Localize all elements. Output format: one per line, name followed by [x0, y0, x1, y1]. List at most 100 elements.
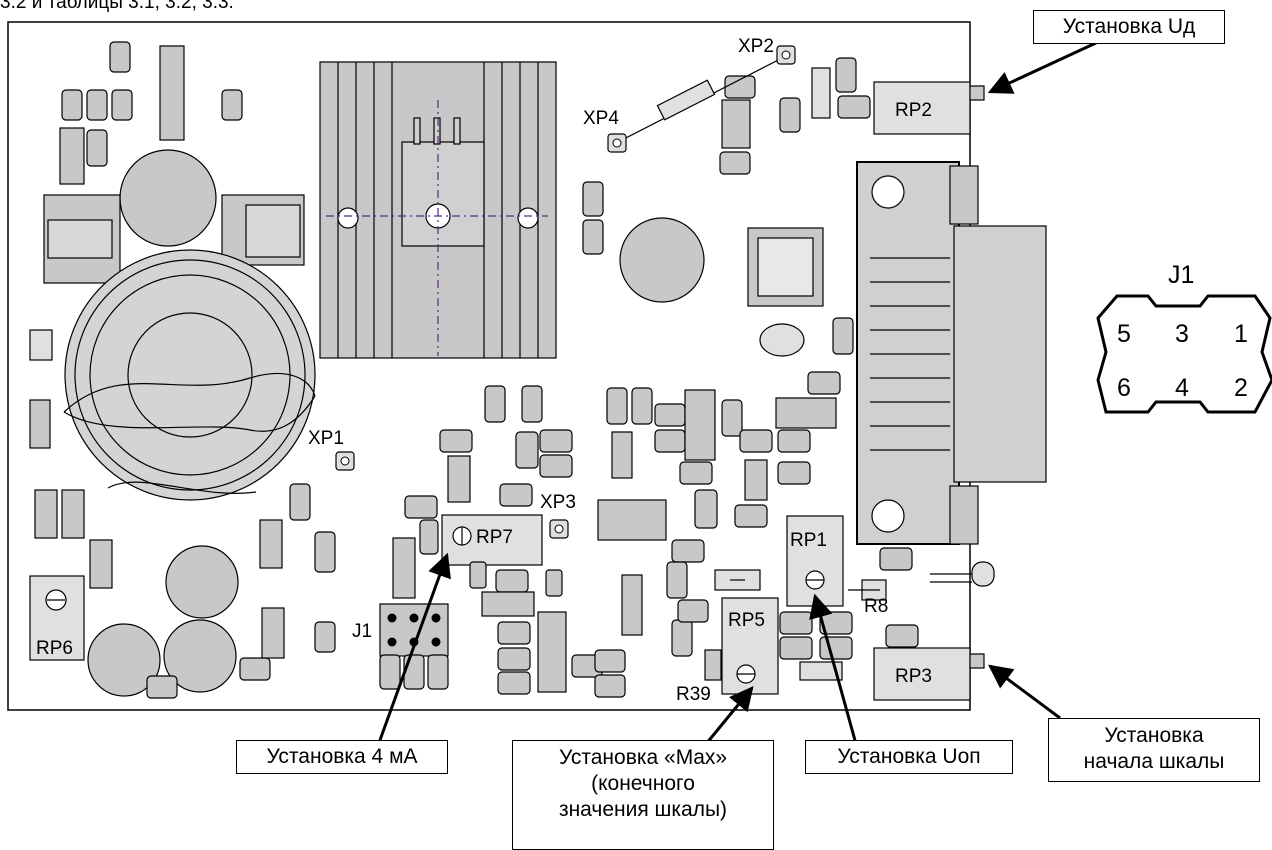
component	[594, 674, 626, 698]
component	[379, 654, 401, 690]
component	[109, 41, 131, 73]
component	[86, 129, 108, 167]
component	[594, 649, 626, 673]
component	[879, 547, 913, 571]
component	[631, 387, 653, 425]
component	[484, 385, 506, 423]
trimmer-rp2	[873, 81, 971, 135]
component	[392, 537, 416, 599]
component	[537, 611, 567, 693]
callout-max-line2: (конечного	[591, 772, 695, 795]
label-r39: R39	[676, 684, 711, 705]
component	[89, 539, 113, 589]
header-fragment: 3.2 и таблицы 3.1, 3.2, 3.3.	[0, 0, 234, 13]
component	[239, 657, 271, 681]
component	[314, 621, 336, 653]
component	[719, 151, 751, 175]
capacitor-round	[619, 217, 705, 303]
j1-pin: 6	[1117, 374, 1131, 402]
label-rp5: RP5	[728, 610, 765, 631]
component	[811, 67, 831, 119]
component	[289, 483, 311, 521]
component	[777, 429, 811, 453]
callout-4ma: Установка 4 мА	[236, 740, 448, 774]
led	[971, 561, 995, 587]
component	[403, 654, 425, 690]
component	[721, 399, 743, 437]
label-rp1: RP1	[790, 530, 827, 551]
label-rp2: RP2	[895, 100, 932, 121]
component	[721, 99, 751, 149]
component	[654, 429, 686, 453]
diode-block	[59, 127, 85, 185]
component	[885, 624, 919, 648]
component	[539, 454, 573, 478]
label-r8: R8	[864, 596, 888, 617]
arrow-start	[988, 664, 1061, 720]
component	[495, 569, 529, 593]
component	[837, 95, 871, 119]
component	[734, 504, 768, 528]
label-xp2: XP2	[738, 36, 774, 57]
j1-pin: 5	[1117, 320, 1131, 348]
j1-pin: 4	[1175, 374, 1189, 402]
component	[819, 636, 853, 660]
label-rp6: RP6	[36, 638, 73, 659]
label-rp7: RP7	[476, 527, 513, 548]
label-xp3: XP3	[540, 492, 576, 513]
callout-max-line3: значения шкалы)	[558, 798, 728, 821]
capacitor-electrolytic	[165, 545, 239, 619]
label-xp1: XP1	[308, 428, 344, 449]
component	[481, 591, 535, 617]
ic-chip	[775, 397, 837, 429]
component	[29, 399, 51, 449]
callout-ud-text: Установка Uд	[1062, 15, 1196, 38]
label-xp4: XP4	[583, 108, 619, 129]
component	[679, 461, 713, 485]
callout-max: Установка «Max» (конечного значения шкал…	[512, 740, 774, 850]
j1-pin: 2	[1234, 374, 1248, 402]
component	[497, 671, 531, 695]
callout-scale-start-line1: Установка	[1104, 724, 1204, 747]
component	[779, 636, 813, 660]
regulator-body	[47, 219, 113, 259]
callout-max-line1: Установка «Max»	[558, 746, 728, 769]
component	[404, 495, 438, 519]
component	[447, 455, 471, 503]
component	[419, 519, 439, 555]
component	[677, 599, 709, 623]
label-rp3: RP3	[895, 666, 932, 687]
component	[779, 97, 801, 133]
label-j1-board: J1	[352, 621, 372, 642]
component	[146, 675, 178, 699]
component	[694, 489, 718, 529]
capacitor-electrolytic	[87, 623, 161, 697]
component	[497, 621, 531, 645]
component	[835, 57, 857, 93]
component	[539, 429, 573, 453]
callout-4ma-text: Установка 4 мА	[266, 745, 418, 768]
j1-connector-outline	[1096, 294, 1272, 414]
component	[29, 329, 53, 361]
component	[111, 89, 133, 121]
component	[621, 574, 643, 636]
j1-pin: 3	[1175, 320, 1189, 348]
component	[34, 489, 58, 539]
capacitor-electrolytic	[163, 619, 237, 693]
component	[439, 429, 473, 453]
arrow-uop	[809, 593, 858, 745]
arrow-ud	[987, 40, 1099, 94]
component	[261, 607, 285, 659]
ic-chip	[684, 389, 716, 461]
component	[832, 317, 854, 355]
component	[582, 181, 604, 217]
regulator-body	[245, 204, 301, 258]
component	[606, 387, 628, 425]
component	[427, 654, 449, 690]
transformer-coil	[64, 249, 316, 501]
component	[799, 661, 843, 681]
capacitor-round	[119, 149, 217, 247]
component	[777, 461, 811, 485]
ic-chip	[597, 499, 667, 541]
